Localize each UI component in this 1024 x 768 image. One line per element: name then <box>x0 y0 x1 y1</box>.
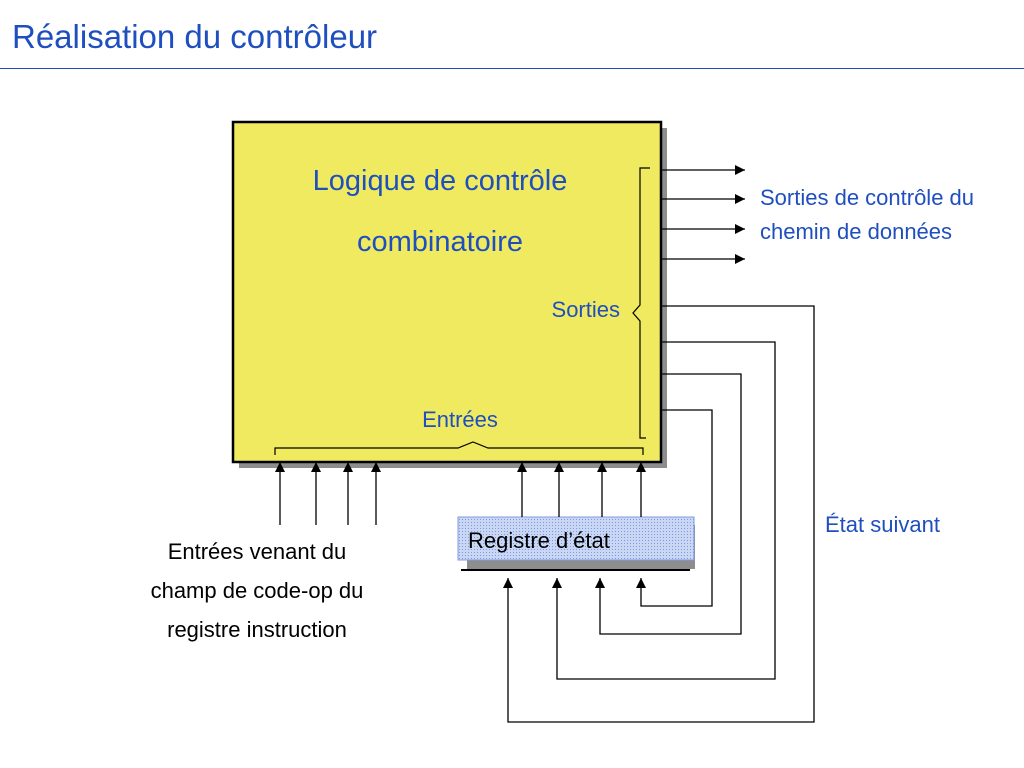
opcode-label-line2: champ de code-op du <box>151 578 364 603</box>
feedback-wire-4 <box>636 409 713 607</box>
state-register <box>457 516 695 561</box>
title-divider <box>0 68 1024 69</box>
logic-block <box>231 120 663 464</box>
datapath-label-line1: Sorties de contrôle du <box>760 185 974 210</box>
entrees-label: Entrées <box>422 407 498 432</box>
opcode-label-line1: Entrées venant du <box>168 539 347 564</box>
etat-suivant-label: État suivant <box>825 512 940 537</box>
logic-title-line1: Logique de contrôle <box>313 165 568 197</box>
inputs-brace <box>274 441 644 455</box>
state-register-label: Registre d’état <box>468 528 610 553</box>
opcode-input-arrows <box>275 462 381 525</box>
logic-title-line2: combinatoire <box>357 226 523 258</box>
feedback-wire-1 <box>503 305 815 723</box>
feedback-wire-3 <box>595 373 742 635</box>
outputs-brace <box>632 167 650 439</box>
opcode-label-line3: registre instruction <box>167 617 347 642</box>
sorties-label: Sorties <box>552 297 620 322</box>
next-state-wires <box>503 305 815 723</box>
datapath-output-arrows <box>661 165 745 264</box>
page-title: Réalisation du contrôleur <box>12 18 378 55</box>
feedback-wire-2 <box>552 341 776 680</box>
state-to-logic-arrows <box>517 462 646 517</box>
datapath-label-line2: chemin de données <box>760 219 952 244</box>
